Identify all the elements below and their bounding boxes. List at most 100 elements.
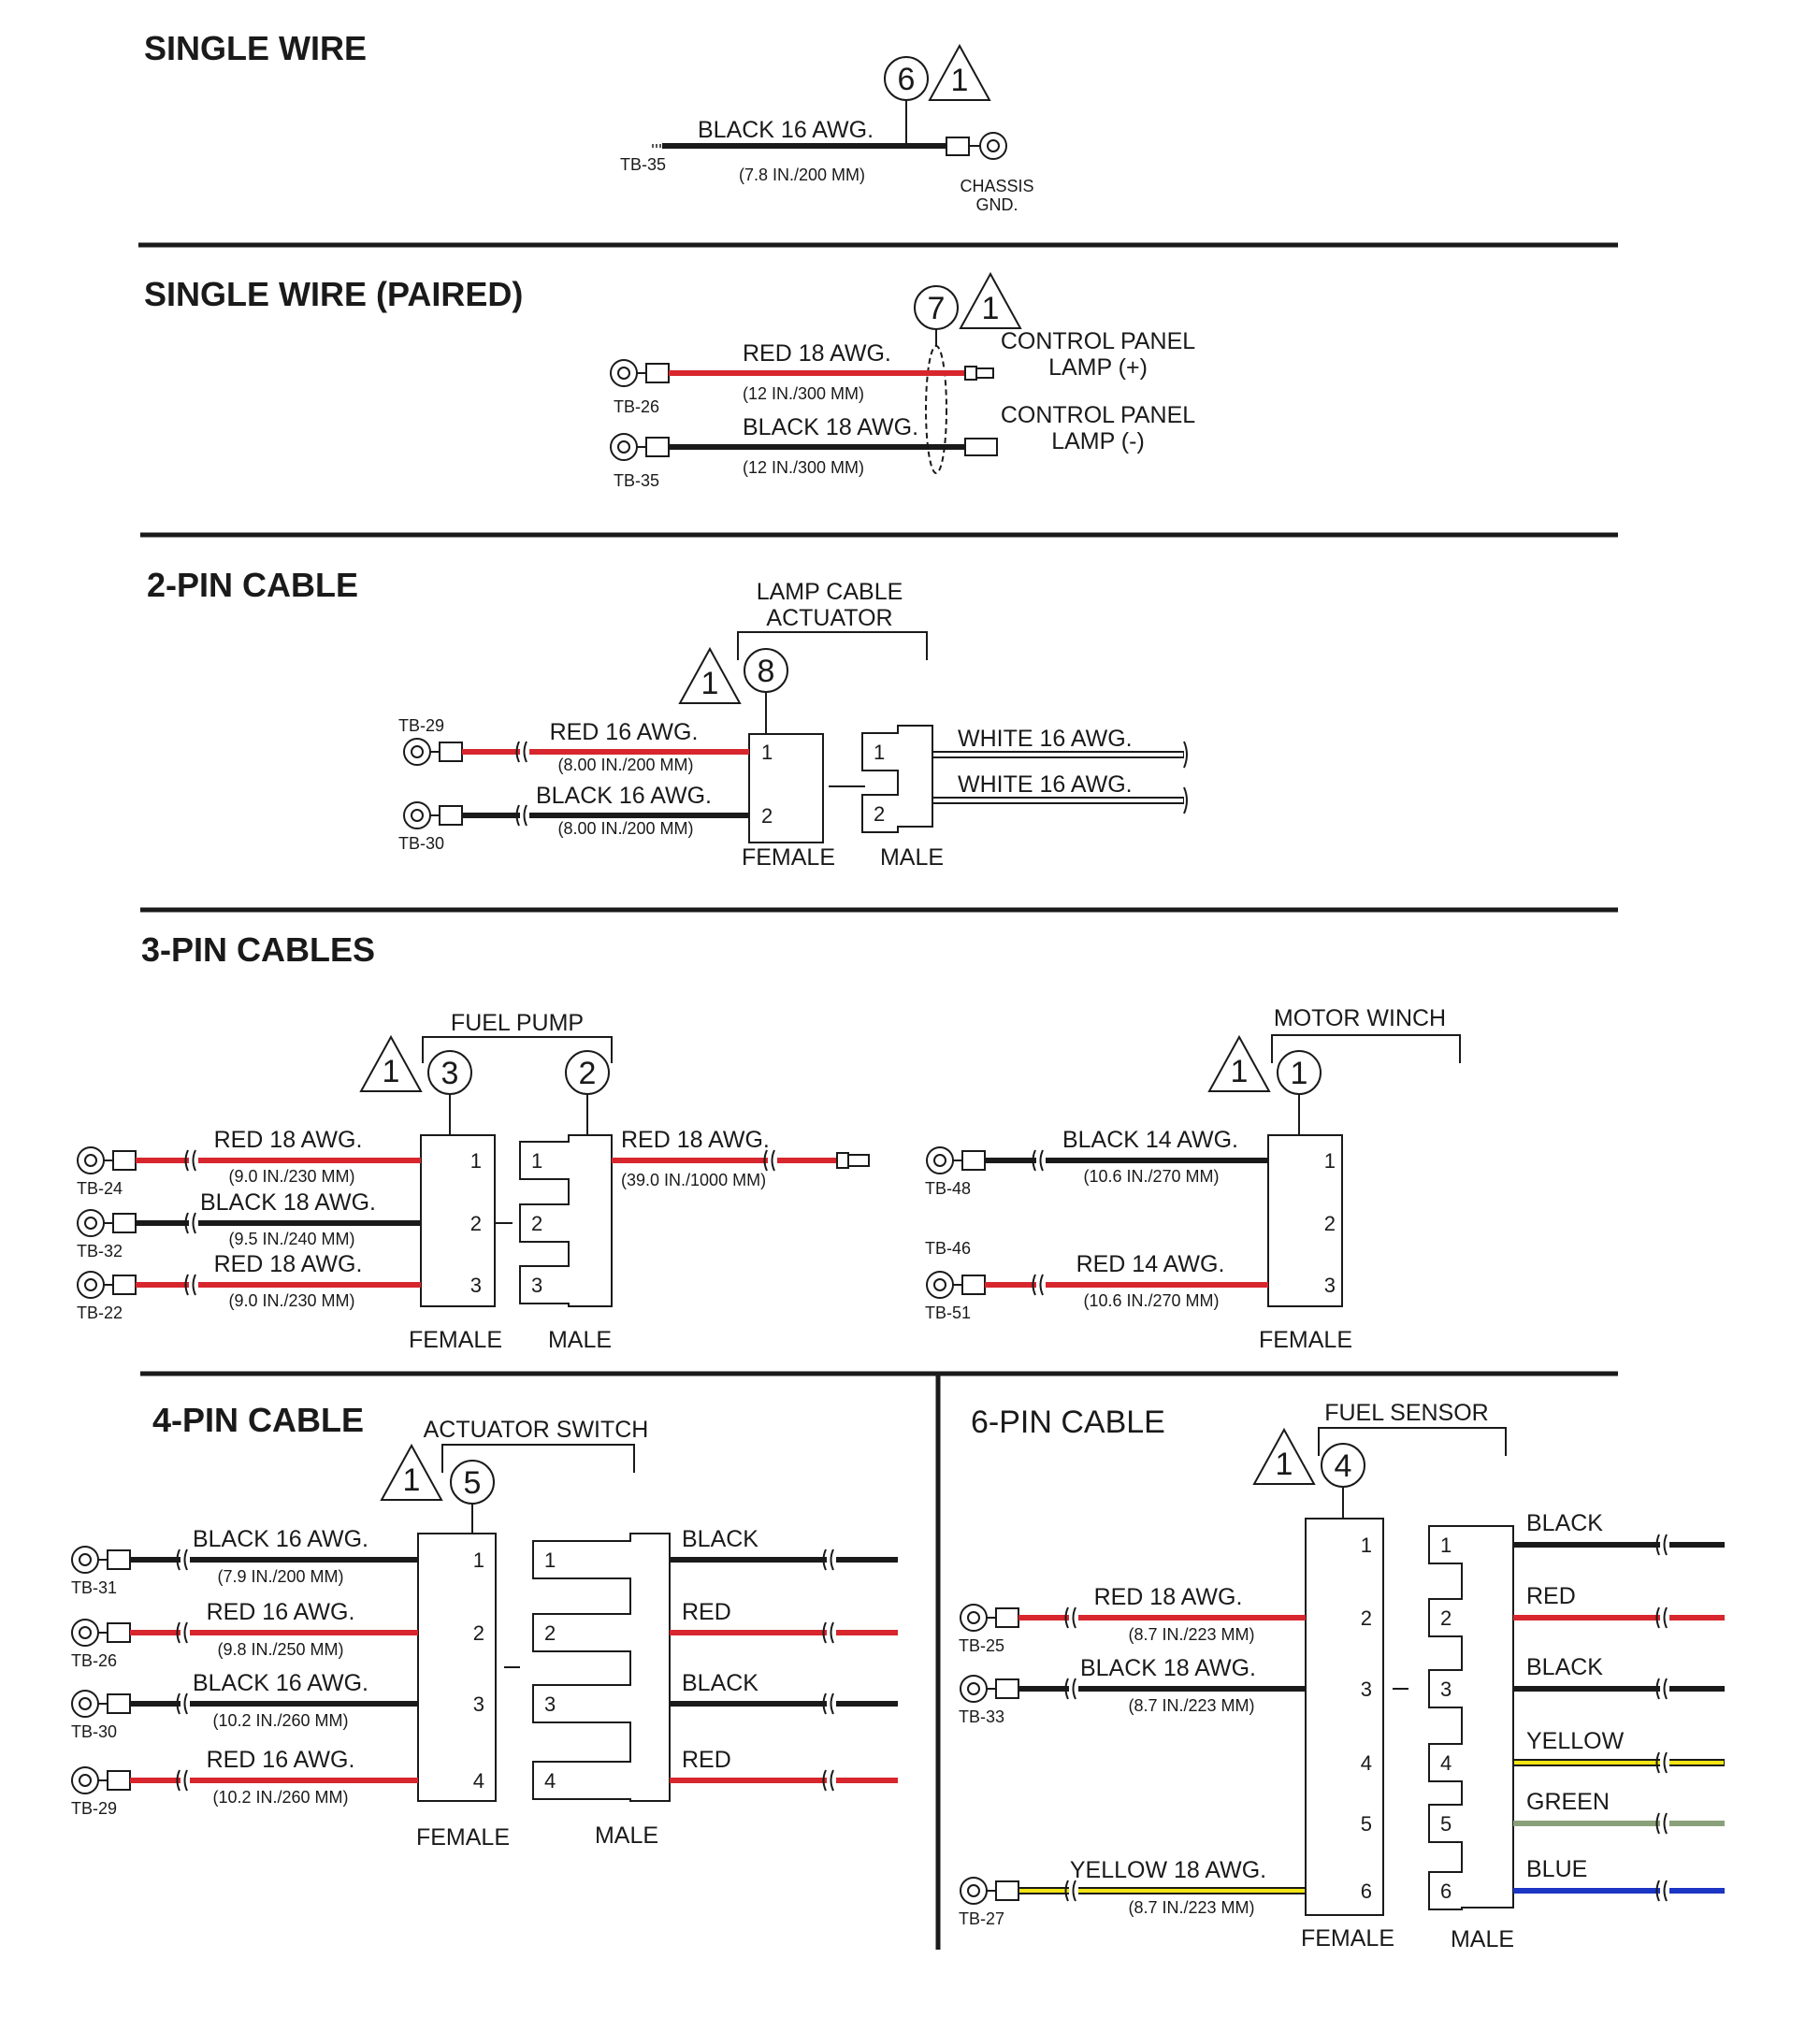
ring-terminal-hole bbox=[79, 1553, 92, 1566]
cable-name: ACTUATOR SWITCH bbox=[424, 1417, 649, 1443]
female-pin-number: 2 bbox=[1361, 1606, 1372, 1630]
cable-wire: RED 14 AWG.(10.6 IN./270 MM)TB-51 bbox=[925, 1251, 1268, 1322]
break-mark bbox=[1663, 1880, 1668, 1902]
male-wire: BLACK bbox=[670, 1670, 898, 1715]
wire-length: (8.00 IN./200 MM) bbox=[557, 756, 693, 774]
male-housing bbox=[1428, 1525, 1514, 1910]
wire-label: BLACK bbox=[1526, 1510, 1603, 1536]
break-mark bbox=[523, 804, 527, 827]
break-mark bbox=[1655, 1678, 1660, 1700]
note-triangle-icon bbox=[959, 271, 1022, 329]
cable-wire: BLACK 18 AWG.(8.7 IN./223 MM)TB-33 bbox=[959, 1655, 1306, 1726]
break-mark bbox=[192, 1274, 196, 1296]
break-mark bbox=[1072, 1880, 1076, 1902]
female-pin-number: 3 bbox=[1361, 1678, 1372, 1701]
item-number: 2 bbox=[579, 1056, 597, 1091]
break-mark bbox=[1655, 1751, 1660, 1774]
break-mark bbox=[1655, 1812, 1660, 1835]
male-pin-number: 2 bbox=[1440, 1606, 1452, 1630]
female-label: FEMALE bbox=[1301, 1925, 1394, 1952]
ring-terminal-hole bbox=[617, 367, 630, 380]
wire-label: RED 16 AWG. bbox=[207, 1599, 355, 1625]
wire-length: (8.7 IN./223 MM) bbox=[1128, 1625, 1254, 1644]
break-mark bbox=[176, 1548, 181, 1571]
ring-terminal-hole bbox=[967, 1682, 980, 1695]
break-mark bbox=[176, 1692, 181, 1715]
destination-label: LAMP (+) bbox=[1048, 354, 1148, 381]
ring-terminal-hole bbox=[411, 809, 424, 822]
wire-length: (9.0 IN./230 MM) bbox=[228, 1167, 354, 1186]
wire-length: (8.7 IN./223 MM) bbox=[1128, 1898, 1254, 1917]
wire-label: RED bbox=[682, 1599, 731, 1625]
wire-label: GREEN bbox=[1526, 1789, 1610, 1815]
crimp-barrel bbox=[107, 1693, 131, 1714]
terminal-label: TB-46 bbox=[925, 1239, 971, 1258]
wire-label: BLACK 18 AWG. bbox=[200, 1189, 376, 1216]
crimp-barrel bbox=[112, 1275, 137, 1295]
crimp-barrel bbox=[107, 1549, 131, 1570]
wire-end-break bbox=[1183, 786, 1188, 814]
break-mark bbox=[183, 1621, 188, 1644]
note-triangle-icon bbox=[928, 43, 991, 101]
crimp-barrel bbox=[946, 137, 970, 156]
note-triangle-icon bbox=[380, 1443, 443, 1501]
female-pin-number: 1 bbox=[761, 741, 773, 764]
terminal-label: TB-29 bbox=[398, 716, 444, 735]
cable-name: FUEL SENSOR bbox=[1324, 1400, 1489, 1426]
wire-label: RED 18 AWG. bbox=[743, 340, 891, 367]
wire-length: (9.0 IN./230 MM) bbox=[228, 1291, 354, 1310]
note-triangle-icon bbox=[1207, 1034, 1271, 1092]
female-pin-number: 3 bbox=[473, 1692, 484, 1716]
break-mark bbox=[1064, 1606, 1069, 1629]
crimp-barrel bbox=[439, 742, 463, 762]
wire-label: BLACK bbox=[682, 1670, 758, 1696]
ring-terminal-hole bbox=[617, 440, 630, 454]
break-mark bbox=[515, 741, 520, 763]
note-triangle-icon bbox=[678, 646, 742, 704]
cable-wire: RED 18 AWG.(8.7 IN./223 MM)TB-25 bbox=[959, 1584, 1306, 1655]
terminal-label: TB-26 bbox=[71, 1651, 117, 1670]
terminal-label: TB-31 bbox=[71, 1578, 117, 1597]
male-pin-number: 1 bbox=[1440, 1534, 1452, 1557]
note-triangle-icon bbox=[359, 1034, 423, 1092]
ring-terminal-hole bbox=[933, 1154, 946, 1167]
pair-bundle bbox=[925, 345, 947, 474]
break-mark bbox=[183, 1769, 188, 1792]
female-label: FEMALE bbox=[742, 844, 835, 871]
break-mark bbox=[184, 1149, 189, 1172]
female-connector bbox=[1305, 1518, 1384, 1916]
terminal-label: TB-35 bbox=[614, 471, 659, 490]
male-pin-number: 2 bbox=[544, 1621, 556, 1645]
wire-length: (39.0 IN./1000 MM) bbox=[621, 1171, 766, 1189]
male-wire: BLACK bbox=[670, 1526, 898, 1571]
break-mark bbox=[830, 1548, 834, 1571]
bullet-connector bbox=[836, 1152, 849, 1169]
female-pin-number: 2 bbox=[761, 804, 773, 828]
female-pin-number: 3 bbox=[1324, 1274, 1336, 1297]
wire-length: (9.8 IN./250 MM) bbox=[217, 1640, 343, 1659]
break-mark bbox=[822, 1548, 827, 1571]
item-number: 1 bbox=[1291, 1056, 1308, 1091]
female-pin-number: 1 bbox=[470, 1149, 482, 1173]
male-pin-number: 6 bbox=[1440, 1880, 1452, 1903]
note-number: 1 bbox=[1276, 1447, 1293, 1482]
item-number: 7 bbox=[928, 291, 946, 326]
female-label: FEMALE bbox=[1259, 1327, 1352, 1353]
wire-label: BLACK 18 AWG. bbox=[743, 414, 918, 440]
break-mark bbox=[184, 1212, 189, 1234]
note-number: 1 bbox=[403, 1462, 421, 1498]
terminal-label: TB-29 bbox=[71, 1799, 117, 1818]
item-number: 5 bbox=[464, 1465, 482, 1501]
break-mark bbox=[1663, 1534, 1668, 1556]
ring-terminal-hole bbox=[84, 1154, 97, 1167]
female-pin-number: 6 bbox=[1361, 1880, 1372, 1903]
